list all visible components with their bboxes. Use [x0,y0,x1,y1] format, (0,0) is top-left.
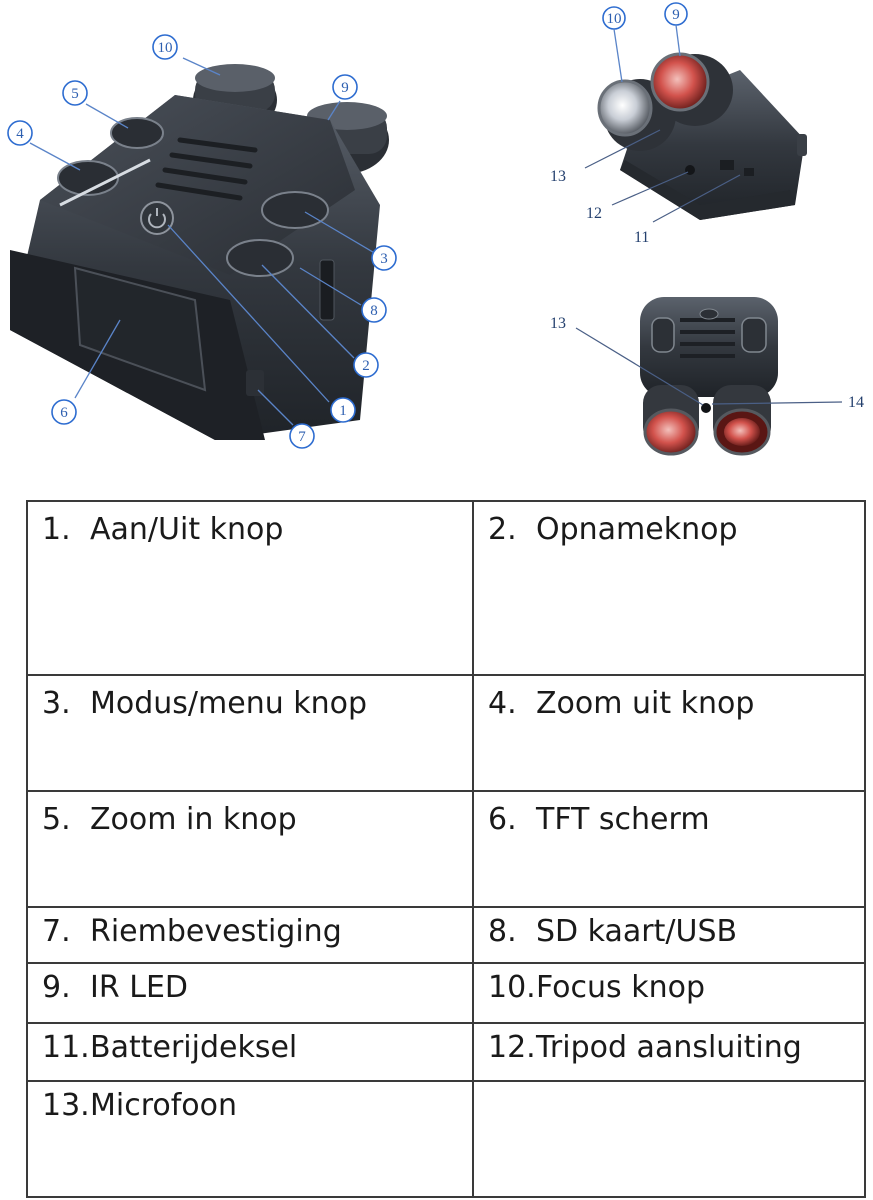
legend-cell: 11.Batterijdeksel [26,1022,474,1082]
legend-number: 5. [42,802,71,837]
legend-label: Riembevestiging [90,914,342,949]
binocular-main-view [10,64,389,440]
legend-number: 7. [42,914,71,949]
legend-label: Batterijdeksel [90,1030,298,1065]
svg-text:3: 3 [380,251,388,267]
legend-number: 8. [488,914,517,949]
legend-number: 11. [42,1030,90,1065]
callout-3: 3 [371,245,397,271]
legend-cell-empty [472,1080,866,1198]
svg-text:1: 1 [339,403,347,419]
legend-label: SD kaart/USB [536,914,738,949]
svg-text:12: 12 [586,205,602,222]
svg-text:13: 13 [550,168,566,185]
legend-number: 12. [488,1030,536,1065]
legend-label: Zoom uit knop [536,686,755,721]
legend-number: 4. [488,686,517,721]
svg-text:6: 6 [60,405,68,421]
legend-cell: 12.Tripod aansluiting [472,1022,866,1082]
svg-text:7: 7 [298,429,306,445]
legend-label: Modus/menu knop [90,686,368,721]
callout-5: 5 [62,80,88,106]
callout-1: 1 [330,397,356,423]
svg-text:10: 10 [607,11,622,27]
svg-text:13: 13 [550,315,566,332]
legend-label: Zoom in knop [90,802,297,837]
callout-2: 2 [353,352,379,378]
svg-text:5: 5 [71,86,79,102]
svg-text:10: 10 [158,40,173,56]
callout-10: 10 [152,34,178,60]
callout-9: 9 [332,74,358,100]
legend-label: Tripod aansluiting [536,1030,802,1065]
legend-number: 13. [42,1088,90,1123]
legend-cell: 5. Zoom in knop [26,790,474,908]
legend-label: Opnameknop [536,512,738,547]
legend-cell: 8. SD kaart/USB [472,906,866,964]
svg-text:8: 8 [370,303,378,319]
svg-text:14: 14 [848,394,864,411]
legend-label: IR LED [90,970,188,1005]
callout-4: 4 [7,120,33,146]
legend-number: 3. [42,686,71,721]
callout-6: 6 [51,399,77,425]
legend-cell: 13.Microfoon [26,1080,474,1198]
legend-cell: 2. Opnameknop [472,500,866,676]
legend-cell: 1. Aan/Uit knop [26,500,474,676]
legend-number: 6. [488,802,517,837]
binocular-top-view: 10 9 13 12 11 [550,2,807,246]
legend-label: TFT scherm [536,802,710,837]
legend-cell: 3. Modus/menu knop [26,674,474,792]
callout-8: 8 [361,297,387,323]
legend-cell: 10.Focus knop [472,962,866,1024]
legend-number: 9. [42,970,71,1005]
parts-legend-table: 1. Aan/Uit knop 2. Opnameknop 3. Modus/menu… [26,500,866,1198]
legend-number: 1. [42,512,71,547]
main-callouts: 10 9 5 4 3 8 2 1 [7,34,397,449]
device-diagram: 10 9 5 4 3 8 2 1 [7,2,864,456]
legend-cell: 7. Riembevestiging [26,906,474,964]
binocular-front-view: 13 14 [550,297,864,456]
svg-text:11: 11 [634,229,649,246]
svg-text:9: 9 [672,7,680,23]
legend-number: 2. [488,512,517,547]
callout-7: 7 [289,423,315,449]
legend-cell: 9. IR LED [26,962,474,1024]
svg-text:4: 4 [16,126,24,142]
legend-cell: 4. Zoom uit knop [472,674,866,792]
legend-label: Aan/Uit knop [90,512,284,547]
legend-number: 10. [488,970,536,1005]
legend-cell: 6. TFT scherm [472,790,866,908]
legend-label: Focus knop [536,970,705,1005]
svg-text:2: 2 [362,358,370,374]
legend-label: Microfoon [90,1088,238,1123]
svg-text:9: 9 [341,80,349,96]
